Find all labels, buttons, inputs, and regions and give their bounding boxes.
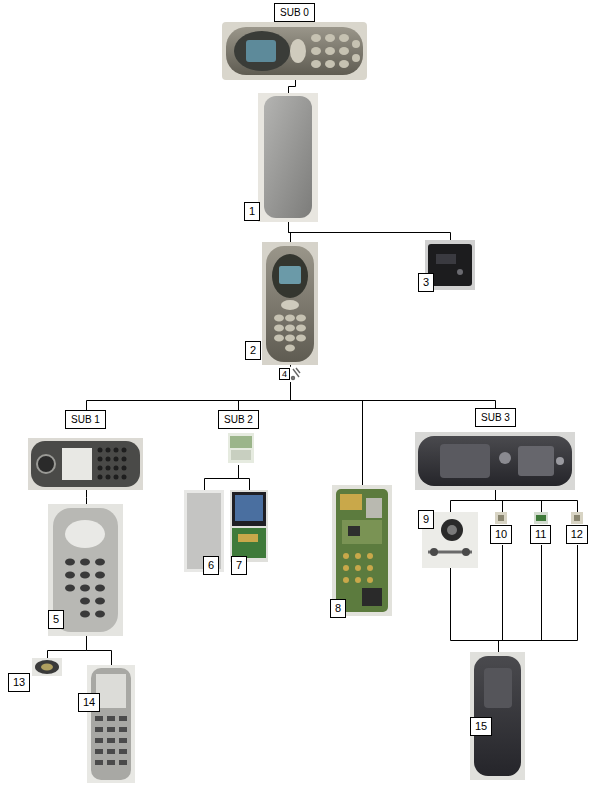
part-node: SUB 3 <box>415 408 575 490</box>
tree-connector <box>499 545 578 652</box>
tree-connector <box>451 568 499 652</box>
callout-number: 4 <box>279 368 290 380</box>
tree-connector <box>205 465 239 490</box>
tree-connector <box>48 636 87 658</box>
rear-housing-photo <box>415 432 575 490</box>
small-part-photo <box>534 512 548 524</box>
small-part-photo <box>495 512 507 524</box>
lens-photo <box>32 658 62 676</box>
keypad-photo <box>48 504 123 636</box>
tree-connector <box>239 465 250 490</box>
tree-connector <box>499 545 542 652</box>
screws-photo <box>292 368 301 380</box>
tree-connector <box>87 382 291 410</box>
part-node: 8 <box>332 485 392 616</box>
front-housing-photo <box>28 438 143 490</box>
tree-connector <box>499 545 503 652</box>
phone-front-photo <box>262 242 318 365</box>
callout-number: 1 <box>244 202 260 221</box>
part-node: 13 <box>32 658 62 676</box>
callout-number: 5 <box>48 610 64 629</box>
part-node: 15 <box>470 652 525 780</box>
callout-number: 13 <box>8 673 30 692</box>
part-node: 4 <box>279 366 301 382</box>
display-module-photo <box>228 433 254 463</box>
part-node: 10 <box>490 512 513 545</box>
tree-connector <box>290 365 291 367</box>
part-node: 1 <box>258 93 318 222</box>
subassembly-label: SUB 1 <box>65 410 106 429</box>
callout-number: 2 <box>245 341 261 360</box>
tree-connector <box>291 382 496 408</box>
tree-connector <box>87 636 112 665</box>
callout-number: 10 <box>490 525 512 544</box>
battery-cover-photo <box>258 93 318 222</box>
part-node: 2 <box>262 242 318 365</box>
subassembly-label: SUB 0 <box>274 3 315 22</box>
part-node: 12 <box>566 512 588 545</box>
callout-number: 14 <box>78 693 100 712</box>
tree-connector <box>239 382 291 410</box>
part-node: 5 <box>48 504 123 636</box>
callout-number: 7 <box>231 556 247 575</box>
tree-connector <box>86 490 87 504</box>
callout-number: 3 <box>418 273 434 292</box>
callout-number: 9 <box>418 510 434 529</box>
part-node: 9 <box>422 512 478 568</box>
part-node: SUB 2 <box>218 410 258 465</box>
lcd-photo <box>230 490 268 562</box>
tree-connector <box>291 382 363 485</box>
circuit-board-photo <box>332 485 392 616</box>
tree-connector <box>289 222 451 240</box>
part-node: 6 <box>184 490 224 572</box>
phone-photo <box>222 22 367 80</box>
tree-connector <box>451 490 496 512</box>
part-node: SUB 0 <box>222 3 367 80</box>
small-part-photo <box>571 512 583 524</box>
callout-number: 11 <box>530 525 551 544</box>
tree-connector <box>496 490 578 512</box>
subassembly-label: SUB 3 <box>475 408 516 427</box>
rear-cover-photo <box>470 652 525 780</box>
callout-number: 12 <box>566 525 588 544</box>
part-node: SUB 1 <box>28 410 143 490</box>
callout-number: 8 <box>330 599 346 618</box>
callout-number: 15 <box>470 717 492 736</box>
keypad-window-photo <box>87 665 135 783</box>
part-node: 3 <box>425 240 475 290</box>
part-node: 11 <box>530 512 552 545</box>
part-node: 7 <box>230 490 268 562</box>
subassembly-label: SUB 2 <box>218 410 259 429</box>
part-node: 14 <box>87 665 135 783</box>
tree-connector <box>289 80 296 93</box>
callout-number: 6 <box>203 556 219 575</box>
